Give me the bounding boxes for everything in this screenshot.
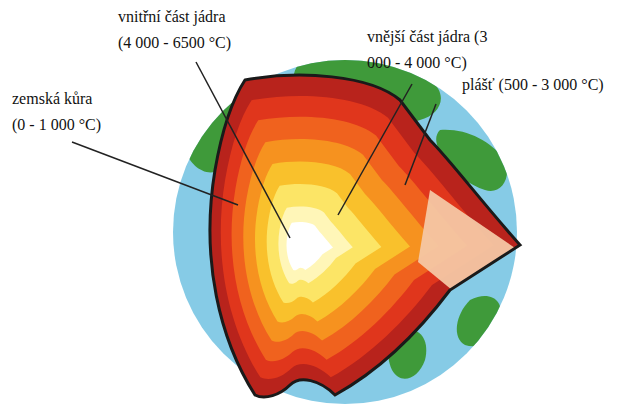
earth-layer [255, 162, 410, 323]
layer-label: vnitřní část jádra (4 000 - 6500 °C) [118, 4, 236, 56]
earth-layers [210, 75, 520, 397]
earth-layer [286, 222, 333, 270]
layer-label: plášť (500 - 3 000 °C) [462, 72, 604, 98]
layer-label: zemská kůra (0 - 1 000 °C) [12, 86, 106, 138]
mantle-face [418, 190, 515, 290]
earth-layer [278, 207, 352, 284]
leader-lines [72, 62, 436, 238]
cut-outline [210, 75, 520, 397]
earth-layer [243, 139, 438, 342]
globe-ocean [173, 60, 517, 404]
earth-layer [267, 184, 382, 303]
earth-layer [210, 75, 520, 397]
layer-label: vnější část jádra (3 000 - 4 000 °C) [367, 24, 489, 76]
